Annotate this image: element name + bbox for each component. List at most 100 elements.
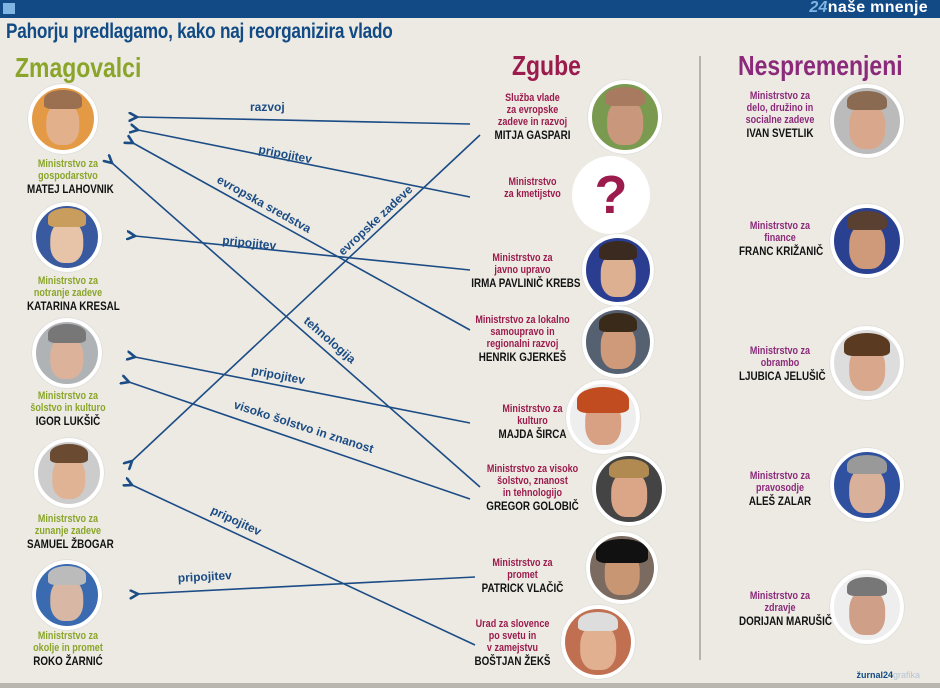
avatar-zbogar: [34, 438, 104, 508]
avatar-sirca: [566, 380, 640, 454]
arrow-label: pripojitev: [177, 568, 232, 585]
minister-name: PATRICK VLAČIČ: [481, 581, 564, 595]
brand-logo: 24naše mnenje: [809, 0, 928, 17]
arrow-evropska-sredstva: [133, 143, 471, 331]
minister-name: MAJDA ŠIRCA: [498, 427, 567, 441]
minister-name: BOŠTJAN ŽEKŠ: [474, 654, 551, 668]
ministry-name: Ministrstvo za visoko: [486, 463, 579, 475]
column-divider: [699, 56, 701, 660]
avatar-gaspari: [588, 80, 662, 154]
avatar-kresal: [32, 202, 102, 272]
avatar-svetlik: [830, 84, 904, 158]
ministry-name: šolstvo, znanost: [497, 475, 568, 487]
ministry-name: Ministrstvo za: [37, 630, 99, 642]
brand-text: naše mnenje: [827, 0, 928, 16]
minister-name: SAMUEL ŽBOGAR: [27, 537, 114, 551]
arrow-visoko-solstvo: [129, 382, 471, 500]
loser-card: Ministrstvo za lokalno samoupravo in reg…: [460, 314, 585, 363]
loser-card: Služba vlade za evropske zadeve in razvo…: [480, 92, 585, 141]
minister-name: ROKO ŽARNIĆ: [33, 654, 103, 668]
top-bar: 24naše mnenje: [0, 0, 940, 18]
ministry-name: šolstvo in kulturo: [30, 402, 106, 414]
minister-name: IGOR LUKŠIČ: [35, 414, 101, 428]
avatar-zeks: [561, 605, 635, 679]
arrow-pripojitev-kmetijstvo: [138, 130, 471, 198]
ministry-name: zunanje zadeve: [34, 525, 102, 537]
ministry-name: delo, družino in: [746, 102, 814, 114]
ministry-name: Ministrstvo za lokalno: [475, 314, 570, 326]
unchanged-card: Ministrstvo za delo, družino in socialne…: [730, 90, 830, 139]
minister-name: ALEŠ ZALAR: [748, 494, 812, 508]
arrow-pripojitev-promet: [138, 576, 476, 594]
winner-card: Ministrstvo za gospodarstvo MATEJ LAHOVN…: [18, 158, 118, 195]
ministry-name: gospodarstvo: [38, 170, 98, 182]
avatar-luksic: [32, 318, 102, 388]
arrow-label: evropske zadeve: [335, 182, 415, 258]
arrow-label: tehnologija: [301, 314, 359, 367]
unchanged-card: Ministrstvo za zdravje DORIJAN MARUŠIČ: [730, 590, 832, 628]
ministry-name: kulturo: [517, 415, 548, 427]
brand-number: 24: [809, 0, 828, 16]
ministry-name: v zamejstvu: [486, 642, 539, 654]
ministry-name: in tehnologijo: [502, 487, 563, 499]
arrow-pripojitev-kultura: [135, 357, 471, 424]
avatar-zarnic: [32, 560, 102, 630]
loser-card: Ministrstvo za promet PATRICK VLAČIČ: [470, 557, 575, 594]
avatar-krizanic: [830, 204, 904, 278]
arrow-label: razvoj: [250, 100, 285, 114]
winner-card: Ministrstvo za okolje in promet ROKO ŽAR…: [18, 630, 118, 667]
ministry-name: Služba vlade: [505, 92, 560, 104]
winner-card: Ministrstvo za zunanje zadeve SAMUEL ŽBO…: [18, 513, 118, 550]
ministry-name: obrambo: [760, 357, 800, 369]
arrow-label: pripojitev: [257, 142, 313, 166]
ministry-name: socialne zadeve: [745, 114, 815, 126]
winner-card: Ministrstvo za šolstvo in kulturo IGOR L…: [18, 390, 118, 427]
column-heading-winners: Zmagovalci: [15, 52, 142, 83]
avatar-pavlinic-krebs: [582, 234, 654, 306]
ministry-name: zadeve in razvoj: [497, 116, 568, 128]
credit-suffix: grafika: [892, 670, 920, 680]
ministry-name: samoupravo in: [490, 326, 555, 338]
loser-card: Ministrstvo za kmetijstvo: [480, 176, 585, 200]
ministry-name: Ministrstvo za: [37, 158, 99, 170]
arrow-pripojitev-javna-uprava: [135, 236, 471, 271]
ministry-name: promet: [507, 569, 538, 581]
ministry-name: Ministrstvo za: [749, 470, 811, 482]
winner-card: Ministrstvo za notranje zadeve KATARINA …: [18, 275, 120, 312]
avatar-gjerkes: [582, 306, 654, 378]
ministry-name: Urad za slovence: [475, 618, 550, 630]
ministry-name: Ministrstvo za: [502, 403, 563, 415]
ministry-name: Ministrstvo za: [749, 220, 811, 232]
ministry-name: javno upravo: [494, 264, 551, 276]
unchanged-card: Ministrstvo za obrambo LJUBICA JELUŠIČ: [730, 345, 830, 382]
arrow-label: pripojitev: [250, 363, 306, 387]
minister-name: IVAN SVETLIK: [746, 126, 814, 140]
minister-name: HENRIK GJERKEŠ: [478, 350, 567, 364]
minister-name: MITJA GASPARI: [494, 128, 571, 142]
ministry-name: po svetu in: [488, 630, 537, 642]
loser-card: Ministrstvo za visoko šolstvo, znanost i…: [470, 463, 595, 512]
ministry-name: za evropske: [506, 104, 559, 116]
ministry-name: Ministrstvo: [508, 176, 557, 188]
bottom-bar: [0, 683, 940, 688]
ministry-name: Ministrstvo za: [492, 252, 553, 264]
column-heading-unchanged: Nespremenjeni: [738, 50, 903, 81]
credit-brand: žurnal24: [856, 670, 893, 680]
minister-name: DORIJAN MARUŠIČ: [739, 614, 832, 628]
ministry-name: zdravje: [764, 602, 796, 614]
loser-card: Ministrstvo za javno upravo IRMA PAVLINI…: [460, 252, 585, 289]
avatar-golobic: [592, 452, 666, 526]
arrow-label: pripojitev: [222, 233, 277, 253]
arrow-label: visoko šolstvo in znanost: [232, 398, 375, 456]
ministry-name: Ministrstvo za: [749, 90, 811, 102]
arrow-evropske-zadeve: [132, 134, 481, 461]
avatar-zalar: [830, 448, 904, 522]
ministry-name: Ministrstvo za: [492, 557, 553, 569]
ministry-name: Ministrstvo za: [749, 590, 811, 602]
arrow-label: pripojitev: [209, 503, 264, 539]
minister-name: IRMA PAVLINIČ KREBS: [471, 276, 581, 290]
ministry-name: Ministrstvo za: [37, 275, 99, 287]
arrow-tehnologija: [112, 163, 481, 488]
ministry-name: notranje zadeve: [33, 287, 103, 299]
ministry-name: Ministrstvo za: [749, 345, 811, 357]
